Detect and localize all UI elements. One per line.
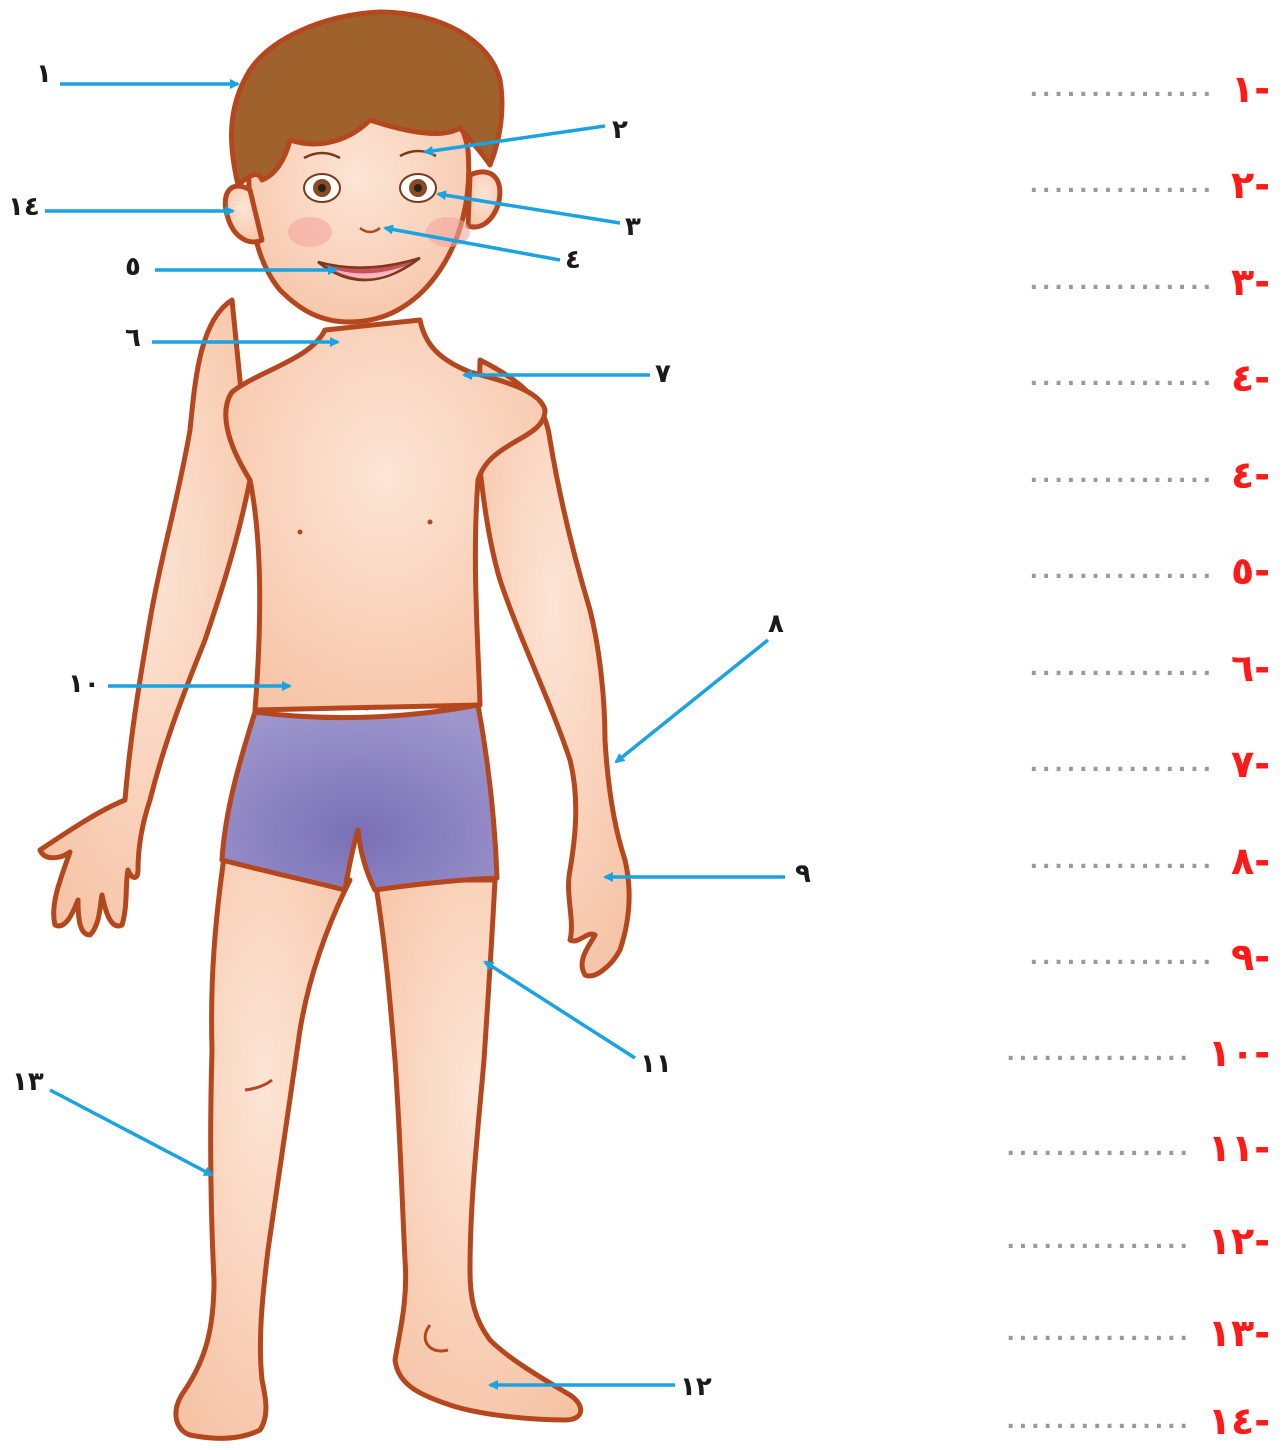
answer-number: -٨ xyxy=(1231,839,1270,883)
answer-blank[interactable]: ............... xyxy=(1030,945,1215,970)
answer-blank[interactable]: ............... xyxy=(1006,1229,1191,1254)
answer-blank[interactable]: ............... xyxy=(1030,752,1215,777)
answer-number: -٢ xyxy=(1231,163,1270,207)
answer-row[interactable]: ............... -٦ xyxy=(1030,643,1270,693)
answer-row[interactable]: ............... -١٠ xyxy=(1006,1028,1270,1078)
answer-row[interactable]: ............... -١٣ xyxy=(1006,1308,1270,1358)
answer-number: -٤ xyxy=(1231,356,1270,400)
label-5: ٥ xyxy=(125,252,141,282)
answer-number: -٩ xyxy=(1231,935,1270,979)
answer-blank[interactable]: ............... xyxy=(1030,559,1215,584)
answer-blank[interactable]: ............... xyxy=(1006,1409,1191,1434)
answer-blank[interactable]: ............... xyxy=(1006,1041,1191,1066)
answer-number: -١٣ xyxy=(1208,1311,1270,1355)
answer-blank[interactable]: ............... xyxy=(1030,173,1215,198)
label-2: ٢ xyxy=(612,115,628,145)
answer-row[interactable]: ............... -٤ xyxy=(1030,450,1270,500)
label-9: ٩ xyxy=(795,859,811,889)
answer-blank[interactable]: ............... xyxy=(1030,77,1215,102)
answer-number: -١ xyxy=(1231,67,1270,111)
right-leg xyxy=(375,880,581,1420)
answer-number: -٤ xyxy=(1231,453,1270,497)
label-4: ٤ xyxy=(565,245,581,275)
left-leg xyxy=(176,850,350,1438)
answer-number: -١٢ xyxy=(1208,1219,1270,1263)
answer-blank[interactable]: ............... xyxy=(1030,656,1215,681)
answer-blank[interactable]: ............... xyxy=(1030,270,1215,295)
answer-row[interactable]: ............... -٢ xyxy=(1030,160,1270,210)
answer-row[interactable]: ............... -٨ xyxy=(1030,836,1270,886)
label-7: ٧ xyxy=(655,359,671,389)
answer-blank[interactable]: ............... xyxy=(1006,1321,1191,1346)
answer-row[interactable]: ............... -٩ xyxy=(1030,932,1270,982)
answer-row[interactable]: ............... -١ xyxy=(1030,64,1270,114)
label-10: ١٠ xyxy=(68,669,100,699)
left-arm xyxy=(40,300,250,935)
answer-number: -١٠ xyxy=(1208,1031,1270,1075)
label-6: ٦ xyxy=(125,323,141,353)
answer-number: -١١ xyxy=(1208,1126,1270,1170)
answer-blank[interactable]: ............... xyxy=(1006,1136,1191,1161)
shorts xyxy=(222,705,497,890)
answer-number: -١٤ xyxy=(1208,1399,1270,1443)
answer-number: -٦ xyxy=(1231,646,1270,690)
label-1: ١ xyxy=(36,59,52,89)
answer-row[interactable]: ............... -٥ xyxy=(1030,546,1270,596)
answer-blank[interactable]: ............... xyxy=(1030,463,1215,488)
answer-blank[interactable]: ............... xyxy=(1030,366,1215,391)
label-3: ٣ xyxy=(625,212,641,242)
answer-blank[interactable]: ............... xyxy=(1030,849,1215,874)
answer-number: -٣ xyxy=(1231,260,1270,304)
boy-figure xyxy=(40,12,629,1438)
answer-row[interactable]: ............... -٣ xyxy=(1030,257,1270,307)
answer-row[interactable]: ............... -١٢ xyxy=(1006,1216,1270,1266)
answer-number: -٥ xyxy=(1231,549,1270,593)
label-11: ١١ xyxy=(640,1049,672,1079)
answer-row[interactable]: ............... -١٤ xyxy=(1006,1396,1270,1446)
label-8: ٨ xyxy=(768,609,784,639)
answer-row[interactable]: ............... -١١ xyxy=(1006,1123,1270,1173)
label-13: ١٣ xyxy=(12,1067,44,1097)
answer-row[interactable]: ............... -٧ xyxy=(1030,739,1270,789)
label-14: ١٤ xyxy=(8,192,40,222)
answer-row[interactable]: ............... -٤ xyxy=(1030,353,1270,403)
label-12: ١٢ xyxy=(680,1372,712,1402)
answer-number: -٧ xyxy=(1231,742,1270,786)
